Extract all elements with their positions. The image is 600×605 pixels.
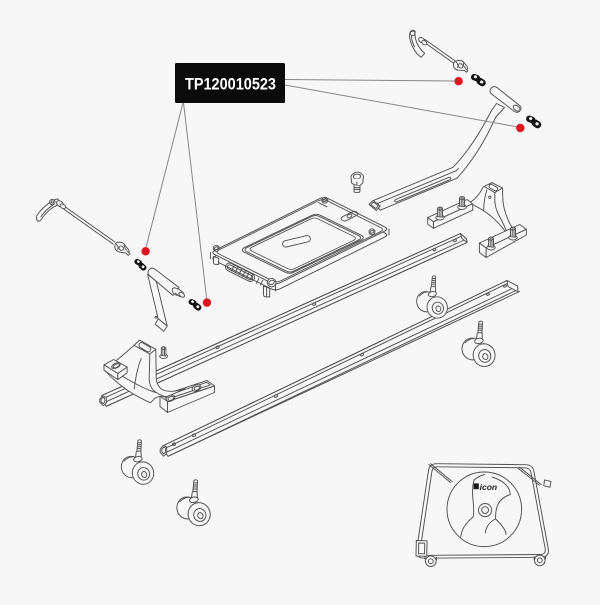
svg-text:icon: icon	[480, 482, 498, 492]
svg-text:TP120010523: TP120010523	[185, 75, 276, 94]
